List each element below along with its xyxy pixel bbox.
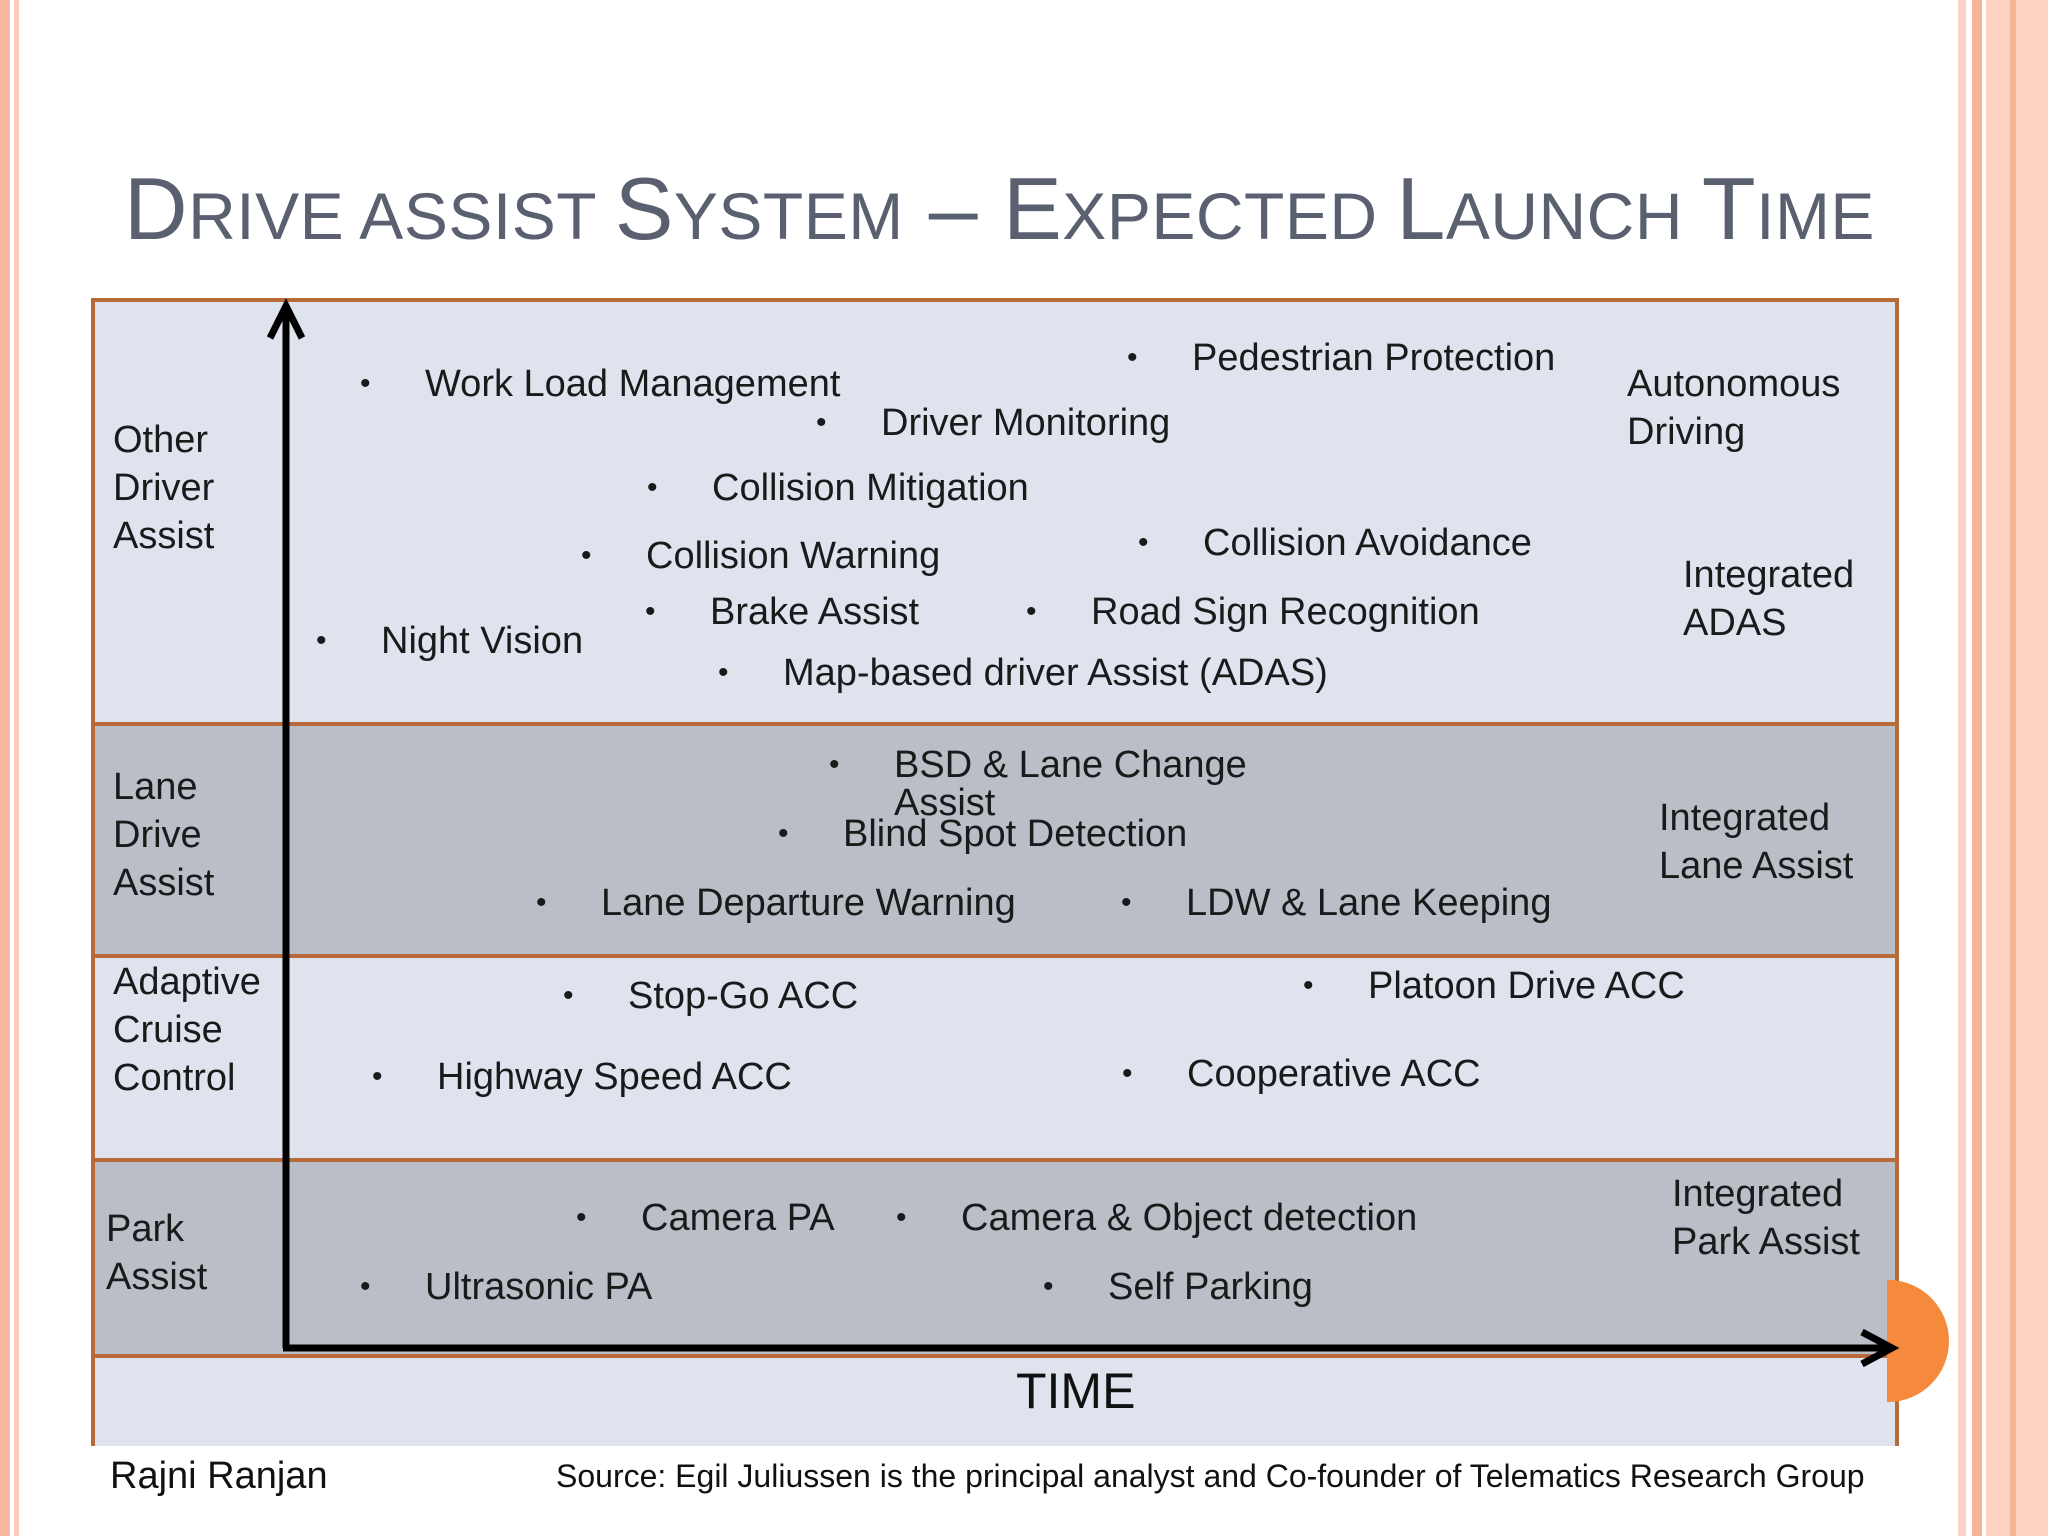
band-park-assist [95,1158,1895,1354]
item-highway-speed-acc: Highway Speed ACC [437,1056,792,1098]
item-lane-departure-warning: Lane Departure Warning [601,882,1016,924]
bullet: • [581,539,592,572]
bullet: • [778,817,789,850]
bullet: • [1026,595,1037,628]
time-axis-label: TIME [1016,1363,1136,1419]
source-citation: Source: Egil Juliussen is the principal … [556,1458,1865,1494]
item-collision-warning: Collision Warning [646,535,941,577]
bullet: • [896,1201,907,1234]
bullet: • [372,1060,383,1093]
bullet: • [1127,341,1138,374]
right-stripe-4 [2010,0,2016,1536]
bullet: • [1122,1057,1133,1090]
item-night-vision: Night Vision [381,620,584,662]
bullet: • [1303,969,1314,1002]
band-adaptive-cruise-control [95,954,1895,1158]
item-driver-monitoring: Driver Monitoring [881,402,1171,444]
author-name: Rajni Ranjan [110,1455,328,1497]
bullet: • [576,1201,587,1234]
band-lane-drive-assist [95,722,1895,954]
bullet: • [316,624,327,657]
slide-title: DRIVE ASSIST SYSTEM – EXPECTED LAUNCH TI… [124,159,1875,258]
band-time-axis [95,1354,1895,1446]
diagram-frame [91,298,1899,1446]
bullet: • [1121,886,1132,919]
item-brake-assist: Brake Assist [710,591,920,633]
vertical-axis-arrowhead [266,298,306,340]
item-stop-go-acc: Stop-Go ACC [628,975,859,1017]
item-map-based-driver-assist: Map-based driver Assist (ADAS) [783,652,1328,694]
bullet: • [645,595,656,628]
item-cooperative-acc: Cooperative ACC [1187,1053,1481,1095]
item-road-sign-recognition: Road Sign Recognition [1091,591,1480,633]
right-stripe-3 [1986,0,2048,1536]
item-ldw-lane-keeping: LDW & Lane Keeping [1186,882,1552,924]
item-camera-pa: Camera PA [641,1197,835,1239]
bullet: • [1138,526,1149,559]
bullet: • [360,1270,371,1303]
item-ultrasonic-pa: Ultrasonic PA [425,1266,653,1308]
bullet: • [563,979,574,1012]
bullet: • [536,886,547,919]
horizontal-axis-arrowhead [1860,1328,1900,1368]
band-other-driver-assist [95,302,1895,722]
right-stripe-2 [1972,0,1982,1536]
item-camera-object-detection: Camera & Object detection [961,1197,1418,1239]
item-bsd-lane-change-assist: BSD & Lane Change Assist [894,744,1247,824]
left-stripe-inner [14,0,19,1536]
item-collision-mitigation: Collision Mitigation [712,467,1029,509]
bullet: • [1043,1270,1054,1303]
item-platoon-drive-acc: Platoon Drive ACC [1368,965,1685,1007]
bullet: • [829,748,840,781]
right-stripe-1 [1958,0,1966,1536]
bullet: • [360,367,371,400]
item-self-parking: Self Parking [1108,1266,1313,1308]
item-work-load-management: Work Load Management [425,363,841,405]
bullet: • [816,406,827,439]
bullet: • [718,656,729,689]
item-pedestrian-protection: Pedestrian Protection [1192,337,1556,379]
item-blind-spot-detection: Blind Spot Detection [843,813,1188,855]
left-stripe-outer [0,0,10,1536]
bullet: • [647,471,658,504]
item-collision-avoidance: Collision Avoidance [1203,522,1532,564]
